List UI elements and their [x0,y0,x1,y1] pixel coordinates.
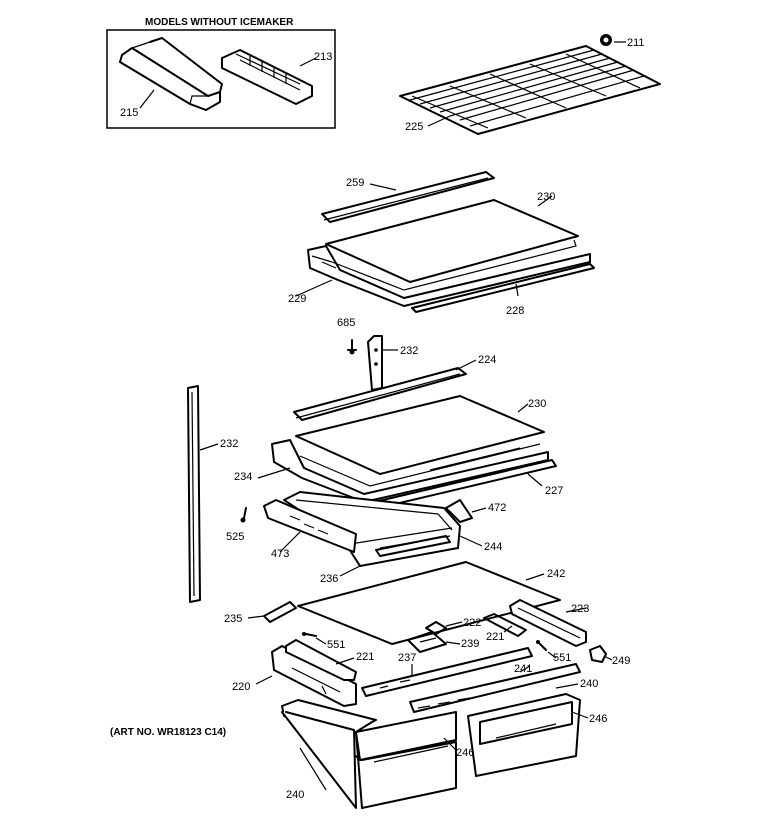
callout-221-left: 221 [356,651,374,663]
callout-246-center: 246 [456,747,474,759]
callout-230-upper: 230 [537,191,555,203]
callout-230-middle: 230 [528,398,546,410]
callout-215: 215 [120,107,138,119]
callout-234: 234 [234,471,252,483]
part-235-cover-bracket [263,601,297,623]
callout-232-rail: 232 [220,438,238,450]
part-242-crisper-cover-glass [297,561,561,645]
callout-249: 249 [612,655,630,667]
part-225-wire-shelf [399,45,661,135]
part-220-crisper-frame-left [271,645,357,707]
part-551-screw-left [302,632,317,637]
inset-models-without-icemaker: MODELS WITHOUT ICEMAKER 213 215 [106,17,336,129]
callout-222: 222 [463,617,481,629]
part-525-screw [240,507,247,523]
callout-224: 224 [478,354,496,366]
part-228-shelf-rail [411,263,595,313]
part-259-shelf-trim [321,171,495,223]
part-244-drawer-rail [375,535,451,557]
art-number: (ART NO. WR18123 C14) [110,727,226,738]
callout-551-right: 551 [553,652,571,664]
callout-220: 220 [232,681,250,693]
callout-246-right: 246 [589,713,607,725]
part-223-cover-support [509,599,587,647]
part-685-screw [347,339,357,355]
part-230-glass-shelf-middle [295,395,545,487]
part-472-drawer-slide [445,499,473,523]
callout-211: 211 [627,37,645,49]
part-232-vertical-rail [187,385,201,603]
part-551-screw-right [536,640,547,651]
inset-title: MODELS WITHOUT ICEMAKER [145,17,294,28]
callout-240-lower: 240 [286,789,304,801]
part-230-glass-shelf-upper [325,199,579,291]
part-246-crisper-pan-right [467,693,581,777]
callout-473: 473 [271,548,289,560]
callout-221-right: 221 [486,631,504,643]
part-241-crisper-divider [409,663,581,713]
part-234-shelf-frame [271,439,549,503]
callout-236: 236 [320,573,338,585]
callout-685: 685 [337,317,355,329]
callout-259: 259 [346,177,364,189]
part-232-shelf-bracket [367,335,383,391]
part-224-shelf-trim [293,367,467,421]
callout-241: 241 [514,663,532,675]
part-213-ice-tray [221,49,313,105]
part-473-drawer-front [263,499,357,553]
callout-239: 239 [461,638,479,650]
callout-235: 235 [224,613,242,625]
callout-228: 228 [506,305,524,317]
callout-225: 225 [405,121,423,133]
callout-525: 525 [226,531,244,543]
callout-244: 244 [484,541,502,553]
part-240-crisper-pan-left [281,699,457,809]
callout-242: 242 [547,568,565,580]
callout-240-upper: 240 [580,678,598,690]
callout-551-left: 551 [327,639,345,651]
part-239-cover-clip [407,631,447,653]
part-249-cap [589,645,607,663]
part-237-crisper-rail [361,647,533,697]
callout-227: 227 [545,485,563,497]
callout-223: 223 [571,603,589,615]
part-211-cap [600,34,612,46]
callout-232-upper: 232 [400,345,418,357]
part-221-side-rail-left [285,639,357,681]
callout-213: 213 [314,51,332,63]
callout-229: 229 [288,293,306,305]
part-229-shelf-frame [307,245,591,307]
callout-237: 237 [398,652,416,664]
callout-472: 472 [488,502,506,514]
part-215-door-bin [119,37,223,111]
